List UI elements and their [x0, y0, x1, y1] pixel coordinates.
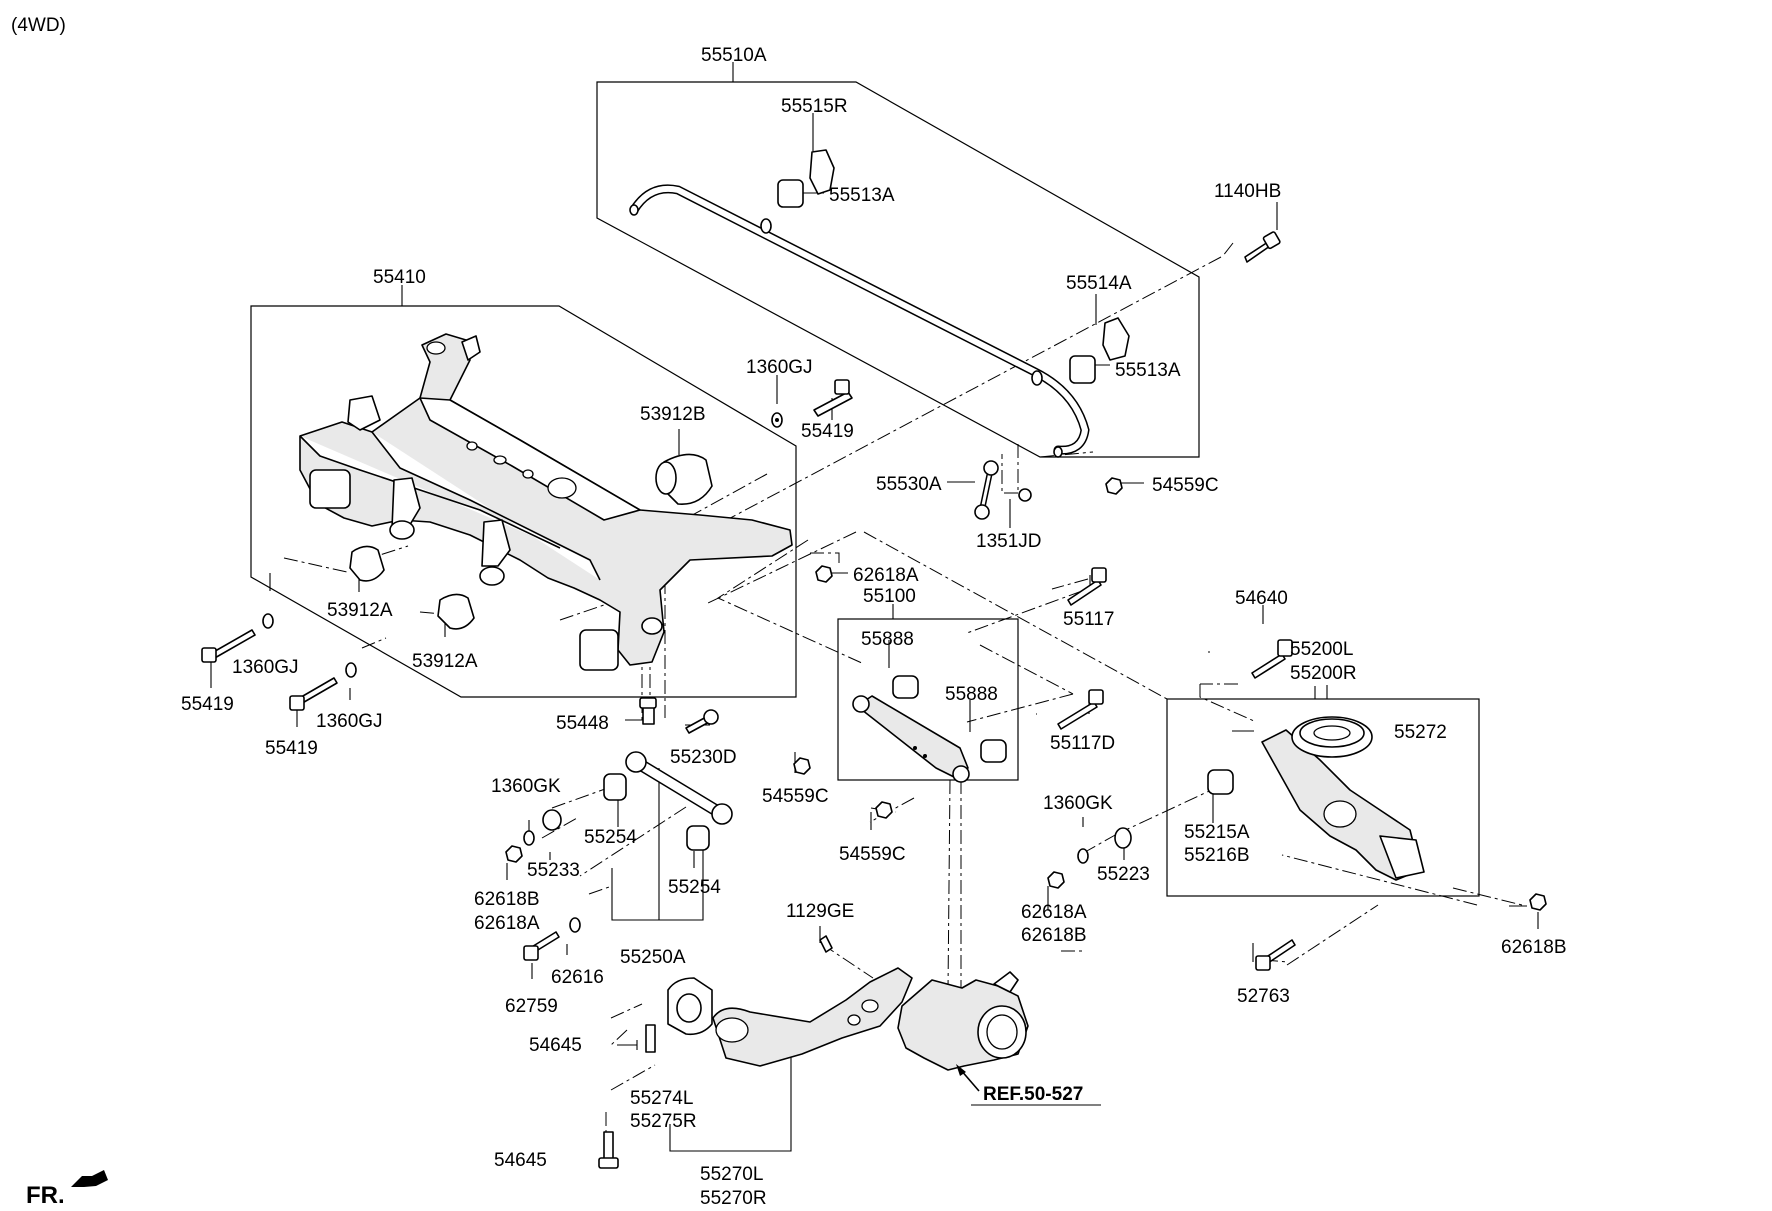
- crossmember-mount-bushing: [349, 453, 713, 630]
- upper-arm-bolt: [1057, 567, 1107, 730]
- trailing-arm: [712, 967, 913, 1067]
- stabilizer-bracket: [809, 149, 1130, 361]
- callout-55250A: 55250A: [620, 947, 686, 968]
- callout-62759: 62759: [505, 996, 558, 1017]
- callout-54559C-left: 54559C: [762, 786, 829, 807]
- callout-52763: 52763: [1237, 986, 1290, 1007]
- callout-62618A-top: 62618A: [853, 565, 919, 586]
- callout-62616: 62616: [551, 967, 604, 988]
- part-callouts: 55510A 55515R 55513A 1140HB 55514A 55513…: [181, 45, 1567, 1209]
- trailing-arm-bushing: [667, 977, 713, 1036]
- stabilizer-bushing: [777, 179, 1096, 384]
- link-bushing: [542, 773, 710, 851]
- lock-nut: [523, 830, 1089, 933]
- callout-55270L: 55270L: [700, 1164, 763, 1185]
- callout-53912A-center: 53912A: [412, 651, 478, 672]
- stabilizer-bar-assembly-box: [596, 81, 1200, 458]
- spring-seat: [1291, 716, 1373, 758]
- callout-55200L: 55200L: [1290, 639, 1353, 660]
- callout-55254-left: 55254: [584, 827, 637, 848]
- callout-62618B-far-right: 62618B: [1501, 937, 1567, 958]
- cam-washer: [1114, 827, 1132, 849]
- callout-55200R: 55200R: [1290, 663, 1357, 684]
- callout-62618B-right: 62618B: [1021, 925, 1087, 946]
- callout-55254-right: 55254: [668, 877, 721, 898]
- callout-62618A-left: 62618A: [474, 913, 540, 934]
- reference-arrow-icon: [956, 1064, 980, 1092]
- callout-55419-top: 55419: [801, 421, 854, 442]
- callout-55410: 55410: [373, 267, 426, 288]
- callout-55275R: 55275R: [630, 1111, 697, 1132]
- callout-55223: 55223: [1097, 864, 1150, 885]
- rear-knuckle: [897, 971, 1029, 1071]
- callout-54559C-bottom: 54559C: [839, 844, 906, 865]
- callout-55510A: 55510A: [701, 45, 767, 66]
- callout-1351JD: 1351JD: [976, 531, 1042, 552]
- callout-55513A: 55513A: [829, 185, 895, 206]
- stabilizer-link: [974, 460, 1032, 520]
- callout-1360GK-right: 1360GK: [1043, 793, 1113, 814]
- callout-1360GJ-left: 1360GJ: [232, 657, 299, 678]
- front-indicator-label: FR.: [26, 1182, 65, 1209]
- callout-1360GJ-center: 1360GJ: [316, 711, 383, 732]
- rear-crossmember: [299, 333, 793, 671]
- link-bolt: [523, 697, 1296, 1169]
- upper-control-arm: [852, 695, 970, 783]
- callout-55117D: 55117D: [1050, 733, 1115, 754]
- callout-55100: 55100: [863, 586, 916, 607]
- callout-54559C-top: 54559C: [1152, 475, 1219, 496]
- callout-54645-bottom: 54645: [494, 1150, 547, 1171]
- callout-55514A: 55514A: [1066, 273, 1132, 294]
- callout-55117: 55117: [1063, 609, 1114, 630]
- callout-55419-left: 55419: [181, 694, 234, 715]
- upper-arm-assembly-box: [837, 618, 1019, 781]
- crossmember-assembly-box: [250, 305, 797, 698]
- callout-55888-right: 55888: [945, 684, 998, 705]
- callout-55888-left: 55888: [861, 629, 914, 650]
- nut: [505, 477, 1547, 911]
- cam-bolt: [1251, 639, 1293, 679]
- callout-55274L: 55274L: [630, 1088, 693, 1109]
- callout-62618A-right: 62618A: [1021, 902, 1087, 923]
- crossmember-bolt: [201, 379, 853, 711]
- lower-arm-bushing: [1207, 769, 1234, 795]
- variant-label: (4WD): [11, 15, 66, 36]
- callout-55448: 55448: [556, 713, 609, 734]
- callout-1360GJ-top: 1360GJ: [746, 357, 813, 378]
- lower-control-arm: [1261, 729, 1425, 881]
- callout-55513A-right: 55513A: [1115, 360, 1181, 381]
- assist-link: [625, 751, 733, 825]
- callout-1140HB: 1140HB: [1214, 181, 1281, 202]
- alignment-lines: [283, 242, 1527, 1152]
- callout-53912B: 53912B: [640, 404, 706, 425]
- callout-55233: 55233: [527, 860, 580, 881]
- leader-lines: [210, 62, 1539, 1159]
- callout-55215A: 55215A: [1184, 822, 1250, 843]
- reference-label: REF.50-527: [983, 1084, 1083, 1105]
- callout-1129GE: 1129GE: [786, 901, 854, 922]
- callout-55419-center: 55419: [265, 738, 318, 759]
- callout-55272: 55272: [1394, 722, 1447, 743]
- callout-53912A-left: 53912A: [327, 600, 393, 621]
- upper-arm-bushing: [892, 675, 1007, 763]
- washer: [262, 412, 783, 678]
- callout-55230D: 55230D: [670, 747, 737, 768]
- callout-54640: 54640: [1235, 588, 1288, 609]
- stabilizer-bar: [629, 184, 1090, 458]
- front-arrow-icon: [71, 1170, 108, 1187]
- callout-55530A: 55530A: [876, 474, 942, 495]
- callout-55270R: 55270R: [700, 1188, 767, 1209]
- bolt: [1244, 231, 1281, 263]
- callout-1360GK-left: 1360GK: [491, 776, 561, 797]
- callout-55515R: 55515R: [781, 96, 848, 117]
- callout-55216B: 55216B: [1184, 845, 1250, 866]
- lower-arm-assembly-box: [1166, 698, 1480, 897]
- callout-54645-top: 54645: [529, 1035, 582, 1056]
- callout-62618B-left: 62618B: [474, 889, 540, 910]
